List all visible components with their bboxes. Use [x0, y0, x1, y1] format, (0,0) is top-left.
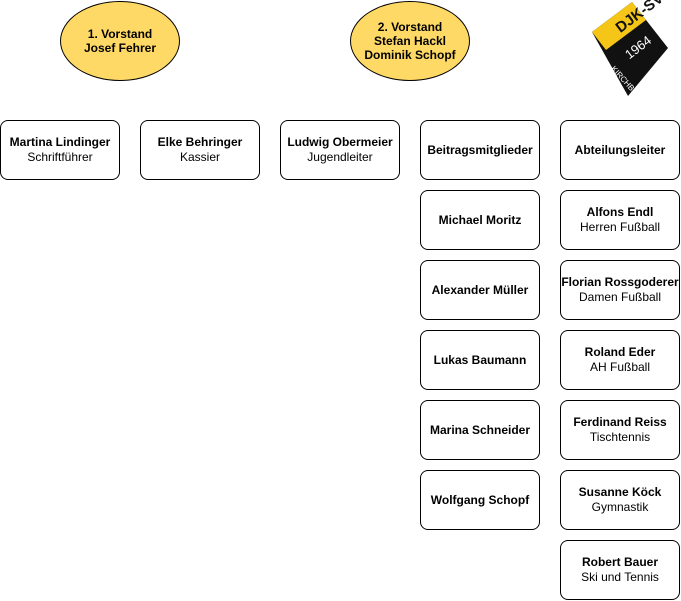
abteilung-member-name: Alfons Endl: [586, 205, 654, 219]
second-chair-member-2: Dominik Schopf: [364, 48, 456, 62]
abteilung-member-role: Ski und Tennis: [581, 570, 659, 584]
abteilung-member-name: Robert Bauer: [581, 555, 658, 569]
first-chair-member: Josef Fehrer: [83, 41, 157, 55]
abteilung-member-name: Roland Eder: [584, 345, 656, 359]
beitrag-member-node: Alexander Müller: [420, 260, 540, 320]
officer-role: Schriftführer: [27, 150, 93, 164]
abteilung-member-node: Robert Bauer Ski und Tennis: [560, 540, 680, 600]
second-chair-title: 2. Vorstand: [377, 20, 443, 34]
officer-role: Jugendleiter: [307, 150, 373, 164]
beitrag-member-name: Marina Schneider: [429, 422, 531, 437]
abteilung-header-node: Abteilungsleiter: [560, 120, 680, 180]
beitrag-member-name: Alexander Müller: [431, 282, 529, 297]
officer-name: Ludwig Obermeier: [287, 135, 393, 149]
abteilung-member-name: Ferdinand Reiss: [573, 415, 667, 429]
beitrag-member-node: Lukas Baumann: [420, 330, 540, 390]
officer-name: Elke Behringer: [157, 135, 243, 149]
logo-yellow-band: [592, 2, 646, 50]
abteilung-member-node: Ferdinand Reiss Tischtennis: [560, 400, 680, 460]
beitrag-header-node: Beitragsmitglieder: [420, 120, 540, 180]
officer-role: Kassier: [179, 150, 220, 164]
club-logo-icon: DJK-SV 1964 KIRCHBERG v. W.: [592, 0, 668, 98]
beitrag-member-name: Michael Moritz: [438, 212, 522, 227]
abteilung-member-node: Florian Rossgoderer Damen Fußball: [560, 260, 680, 320]
beitrag-header-label: Beitragsmitglieder: [427, 142, 533, 157]
first-chair-title: 1. Vorstand: [87, 27, 153, 41]
abteilung-member-role: AH Fußball: [589, 360, 651, 374]
second-chair-member-1: Stefan Hackl: [373, 34, 447, 48]
second-chair-node: 2. Vorstand Stefan Hackl Dominik Schopf: [350, 1, 470, 81]
abteilung-header-label: Abteilungsleiter: [574, 142, 666, 157]
abteilung-member-role: Herren Fußball: [579, 220, 661, 234]
beitrag-member-node: Michael Moritz: [420, 190, 540, 250]
officer-name: Martina Lindinger: [9, 135, 111, 149]
abteilung-member-node: Alfons Endl Herren Fußball: [560, 190, 680, 250]
abteilung-member-role: Tischtennis: [589, 430, 651, 444]
beitrag-member-name: Lukas Baumann: [433, 352, 527, 367]
officer-node-youth-leader: Ludwig Obermeier Jugendleiter: [280, 120, 400, 180]
beitrag-member-node: Marina Schneider: [420, 400, 540, 460]
abteilung-member-name: Florian Rossgoderer: [561, 275, 679, 289]
abteilung-member-role: Damen Fußball: [578, 290, 662, 304]
officer-node-treasurer: Elke Behringer Kassier: [140, 120, 260, 180]
abteilung-member-name: Susanne Köck: [578, 485, 662, 499]
beitrag-member-name: Wolfgang Schopf: [430, 492, 530, 507]
abteilung-member-role: Gymnastik: [591, 500, 649, 514]
abteilung-member-node: Roland Eder AH Fußball: [560, 330, 680, 390]
abteilung-member-node: Susanne Köck Gymnastik: [560, 470, 680, 530]
officer-node-secretary: Martina Lindinger Schriftführer: [0, 120, 120, 180]
first-chair-node: 1. Vorstand Josef Fehrer: [60, 1, 180, 81]
beitrag-member-node: Wolfgang Schopf: [420, 470, 540, 530]
